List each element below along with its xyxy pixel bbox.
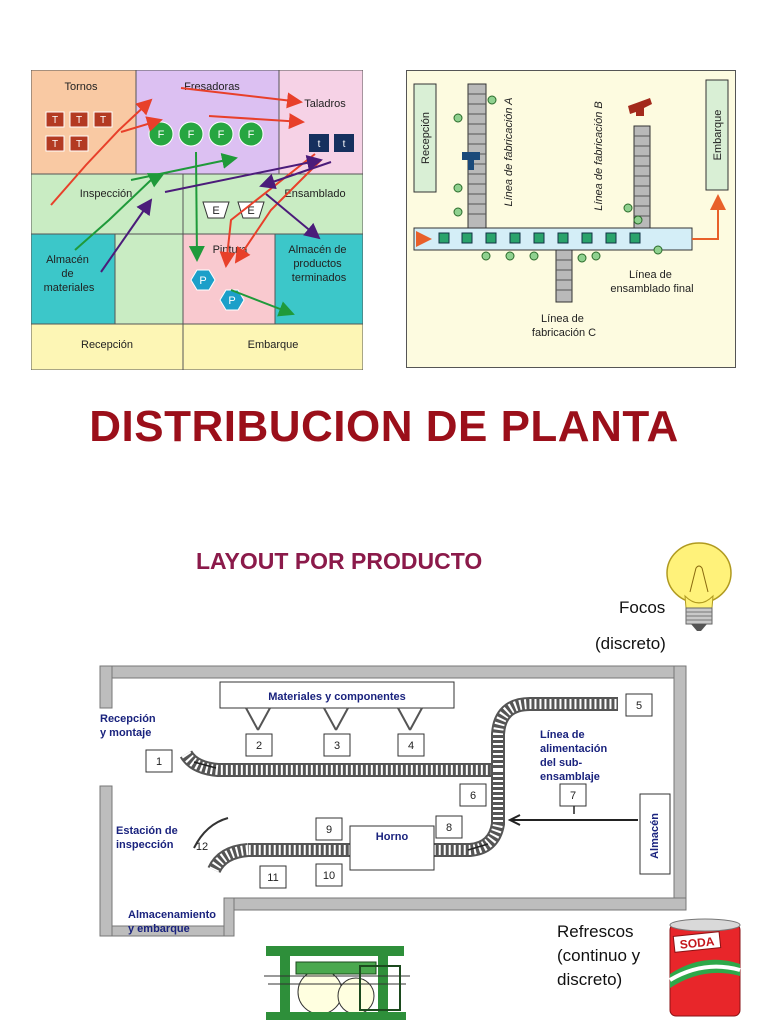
svg-text:5: 5: [636, 700, 642, 712]
svg-text:T: T: [52, 115, 58, 126]
focos-label: Focos: [619, 598, 666, 617]
soda-can-label: SODA: [679, 934, 715, 952]
recepcion-box: [413, 83, 437, 193]
refrescos-label: Refrescos (continuo y discreto): [557, 920, 640, 992]
conveyor-items: [438, 232, 641, 244]
almacenamiento-label: Almacenamiento y embarque: [128, 909, 219, 935]
line-c-conveyor: [555, 249, 573, 303]
svg-text:7: 7: [570, 790, 576, 802]
zone-inspeccion-lower: [114, 233, 184, 325]
svg-text:T: T: [76, 115, 82, 126]
refrescos-line-1: Refrescos: [557, 922, 634, 941]
svg-text:4: 4: [408, 740, 414, 752]
line-b-label: Línea de fabricación B: [593, 101, 605, 210]
svg-text:11: 11: [267, 872, 278, 884]
svg-text:F: F: [248, 129, 255, 141]
refrescos-line-3: discreto): [557, 970, 623, 989]
svg-text:9: 9: [326, 824, 332, 836]
almacen-label: Almacén: [649, 813, 661, 859]
zone-recepcion: [31, 323, 184, 370]
svg-text:12: 12: [196, 841, 208, 853]
station-boxes: 1 2 3 4 5 6 7 8 9 10 11 12: [145, 693, 653, 889]
svg-text:1: 1: [156, 756, 162, 768]
recepcion-montaje-label: Recepción y montaje: [100, 713, 159, 739]
zone-almacen-materiales: [31, 233, 116, 325]
embarque-label: Embarque: [712, 110, 724, 161]
assembly-stations: E E: [202, 201, 265, 219]
page-title: DISTRIBUCION DE PLANTA: [89, 402, 679, 451]
materiales-label: Materiales y componentes: [268, 691, 406, 703]
svg-text:F: F: [188, 129, 195, 141]
zone-inspeccion: [31, 173, 184, 235]
final-assembly-label: Línea de ensamblado final: [610, 269, 693, 295]
line-a-part-icon: [462, 152, 480, 170]
svg-text:E: E: [247, 205, 254, 217]
soda-can-icon: SODA: [668, 918, 741, 1017]
horno-box: [349, 825, 435, 871]
svg-text:F: F: [158, 129, 165, 141]
svg-text:8: 8: [446, 822, 452, 834]
main-conveyor: [413, 227, 693, 251]
section-subtitle: LAYOUT POR PRODUCTO: [196, 548, 483, 574]
embarque-box: [705, 79, 729, 191]
lathe-machines: T T T T T: [45, 111, 113, 152]
zone-embarque: [182, 323, 363, 370]
drill-machines: t t: [309, 134, 354, 152]
svg-text:T: T: [52, 139, 58, 150]
almacen-box: [639, 793, 671, 875]
label-inspeccion: Inspección: [80, 188, 133, 200]
recepcion-label: Recepción: [420, 112, 432, 164]
label-embarque: Embarque: [248, 339, 299, 351]
label-almacen-materiales: Almacén de materiales: [44, 254, 95, 294]
label-ensamblado: Ensamblado: [284, 188, 345, 200]
label-taladros: Taladros: [304, 98, 346, 110]
svg-text:T: T: [100, 115, 106, 126]
horno-label: Horno: [376, 831, 409, 843]
svg-text:3: 3: [334, 740, 340, 752]
flow-arrows: [50, 87, 332, 317]
svg-text:6: 6: [470, 790, 476, 802]
label-almacen-terminados: Almacén de productos terminados: [288, 244, 349, 284]
lightbulb-icon: [666, 542, 732, 631]
worker-icons: [453, 95, 663, 263]
paint-booths: P P: [190, 269, 245, 311]
svg-text:t: t: [318, 139, 321, 150]
svg-text:P: P: [199, 275, 206, 287]
machinery-illustration: [264, 946, 410, 1020]
svg-text:F: F: [218, 129, 225, 141]
refrescos-line-2: (continuo y: [557, 946, 641, 965]
materiales-box: [219, 681, 455, 709]
svg-text:10: 10: [323, 870, 335, 882]
process-layout-diagram: Tornos Fresadoras Taladros Inspección En…: [31, 70, 363, 370]
label-recepcion: Recepción: [81, 339, 133, 351]
svg-text:E: E: [212, 205, 219, 217]
svg-text:T: T: [76, 139, 82, 150]
svg-text:P: P: [228, 295, 235, 307]
svg-text:t: t: [343, 139, 346, 150]
line-c-label: Línea de fabricación C: [532, 313, 596, 339]
svg-text:2: 2: [256, 740, 262, 752]
label-tornos: Tornos: [64, 81, 98, 93]
line-b-conveyor: [633, 125, 651, 229]
line-b-part-icon: [628, 98, 652, 116]
linea-alimentacion-label: Línea de alimentación del sub- ensamblaj…: [540, 729, 610, 783]
line-a-label: Línea de fabricación A: [503, 97, 515, 206]
floor-plan-diagram: Materiales y componentes Horno Almacén 1…: [99, 665, 687, 937]
estacion-inspeccion-label: Estación de inspección: [116, 825, 181, 851]
product-line-diagram: Recepción Embarque Línea de fabricación …: [406, 70, 736, 368]
focos-note: (discreto): [595, 634, 666, 653]
